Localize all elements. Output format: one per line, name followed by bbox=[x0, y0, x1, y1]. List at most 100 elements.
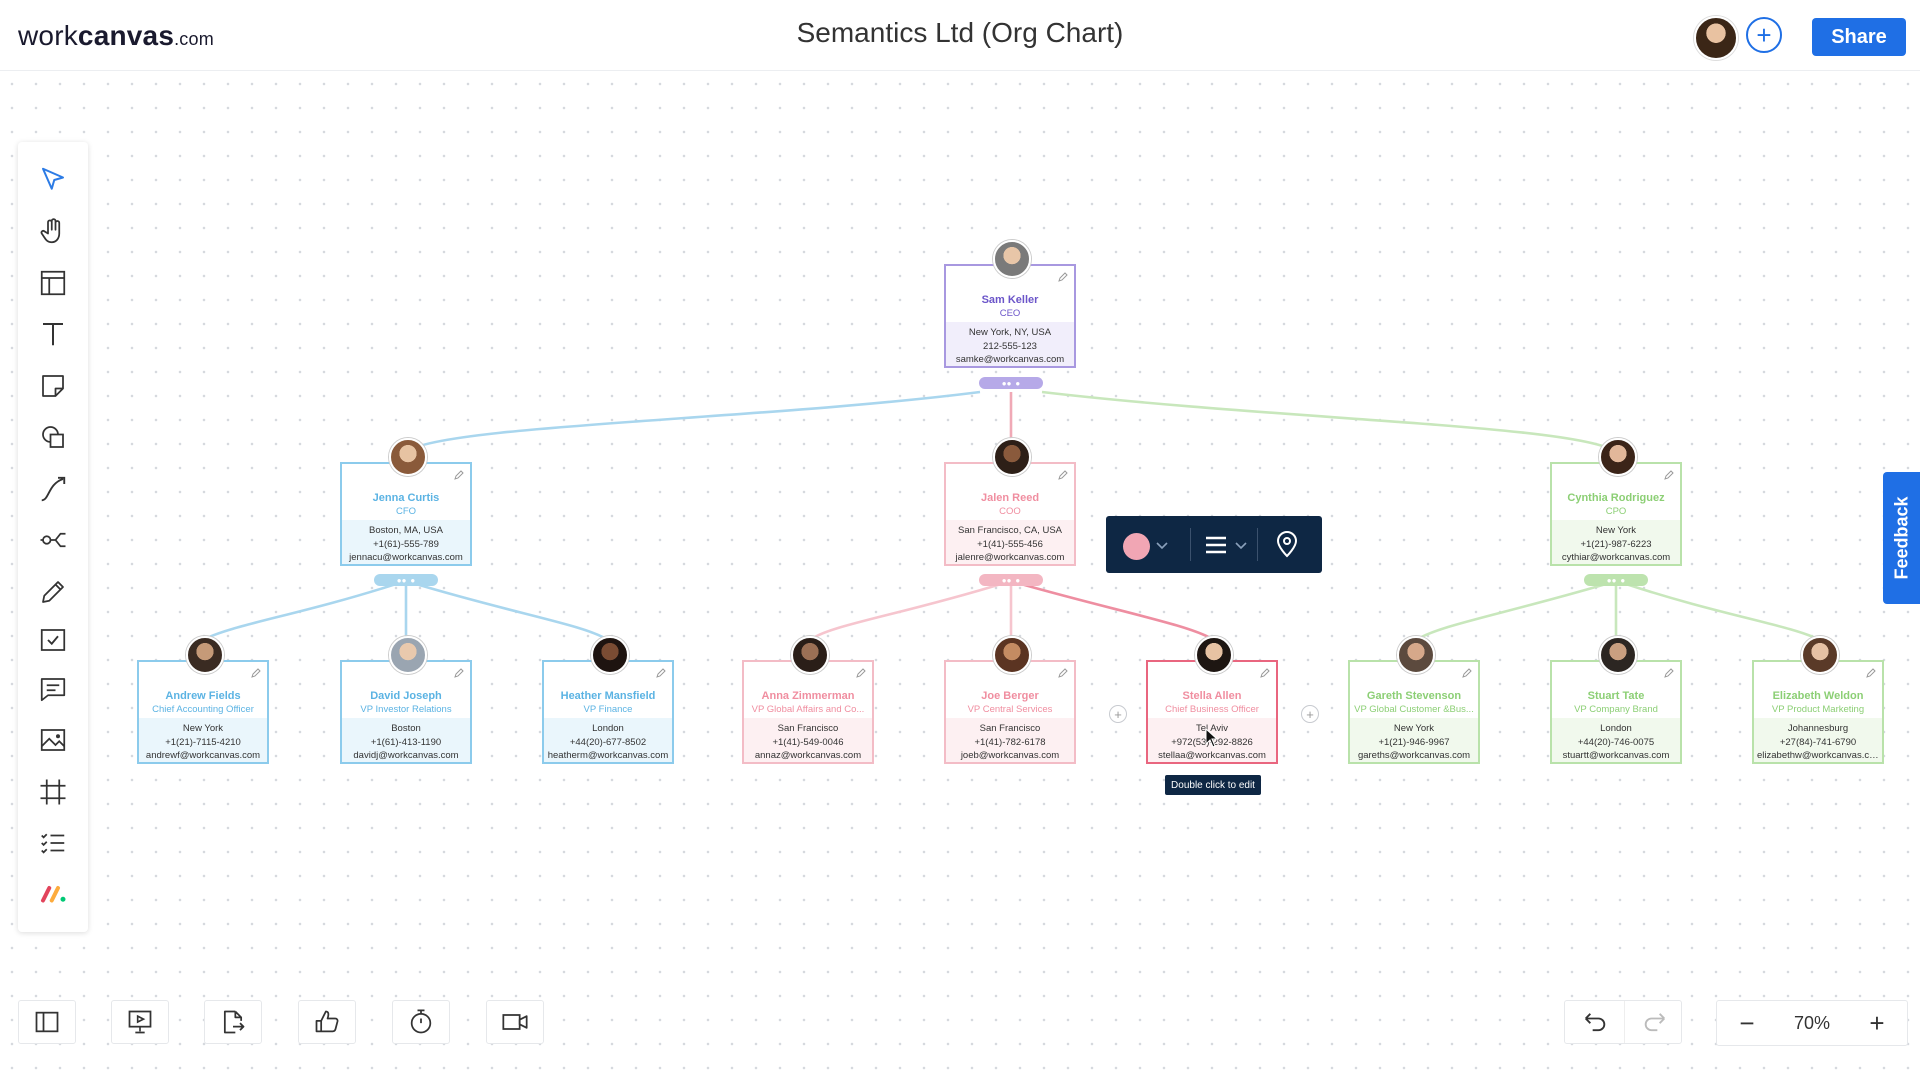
node-context-toolbar bbox=[1106, 516, 1322, 573]
zoom-in-button[interactable]: + bbox=[1869, 1007, 1885, 1038]
card-role: VP Finance bbox=[583, 704, 633, 715]
card-location: Johannesburg bbox=[1787, 723, 1849, 734]
org-card-cynthia-rodriguez[interactable]: Cynthia Rodriguez CPO New York +1(21)-98… bbox=[1550, 438, 1682, 566]
task-tool[interactable] bbox=[33, 620, 73, 660]
edit-pencil-icon[interactable] bbox=[856, 668, 866, 678]
frame-tool[interactable] bbox=[33, 772, 73, 812]
presentation-icon bbox=[128, 1010, 152, 1034]
workcanvas-logo[interactable]: workcanvas.com bbox=[18, 20, 214, 51]
card-details: New York +1(21)-7115-4210 andrewf@workca… bbox=[139, 718, 267, 762]
card-details: San Francisco +1(41)-782-6178 joeb@workc… bbox=[946, 718, 1074, 762]
divider bbox=[1257, 528, 1258, 561]
redo-button[interactable] bbox=[1624, 1001, 1684, 1043]
zoom-level[interactable]: 70% bbox=[1793, 1012, 1831, 1033]
sticky-note-tool[interactable] bbox=[33, 366, 73, 406]
card-details: Johannesburg +27(84)-741-6790 elizabethw… bbox=[1754, 718, 1882, 762]
edit-pencil-icon[interactable] bbox=[1058, 470, 1068, 480]
video-call-button[interactable] bbox=[486, 1000, 544, 1044]
card-role: VP Central Services bbox=[967, 704, 1053, 715]
chevron-down-icon[interactable] bbox=[1235, 541, 1247, 551]
integrations-tool[interactable] bbox=[33, 873, 73, 913]
card-name: Stella Allen bbox=[1182, 690, 1242, 702]
zoom-out-button[interactable]: − bbox=[1739, 1007, 1755, 1038]
card-email: davidj@workcanvas.com bbox=[353, 750, 459, 761]
undo-button[interactable] bbox=[1565, 1001, 1624, 1043]
sticky-note-icon bbox=[42, 375, 64, 397]
org-card-jenna-curtis[interactable]: Jenna Curtis CFO Boston, MA, USA +1(61)-… bbox=[340, 438, 472, 566]
edit-pencil-icon[interactable] bbox=[454, 470, 464, 480]
org-card-stella-allen[interactable]: Stella Allen Chief Business Officer Tel … bbox=[1146, 636, 1278, 764]
feedback-tab[interactable]: Feedback bbox=[1883, 472, 1920, 604]
edit-pencil-icon[interactable] bbox=[1664, 668, 1674, 678]
edit-pencil-icon[interactable] bbox=[1260, 668, 1270, 678]
mindmap-tool[interactable] bbox=[33, 520, 73, 560]
card-email: stuartt@workcanvas.com bbox=[1562, 750, 1670, 761]
edit-pencil-icon[interactable] bbox=[454, 668, 464, 678]
shapes-tool[interactable] bbox=[33, 417, 73, 457]
mindmap-icon bbox=[40, 532, 66, 548]
presentation-button[interactable] bbox=[111, 1000, 169, 1044]
edit-pencil-icon[interactable] bbox=[1058, 668, 1068, 678]
hand-tool[interactable] bbox=[33, 211, 73, 251]
template-tool[interactable] bbox=[33, 263, 73, 303]
edit-pencil-icon[interactable] bbox=[251, 668, 261, 678]
avatar bbox=[186, 636, 224, 674]
sidebar-panel-icon bbox=[35, 1011, 59, 1033]
color-swatch-button[interactable] bbox=[1123, 533, 1150, 560]
list-icon bbox=[41, 833, 65, 854]
user-avatar[interactable] bbox=[1694, 16, 1738, 60]
card-phone: +27(84)-741-6790 bbox=[1779, 736, 1857, 748]
card-email: jalenre@workcanvas.com bbox=[955, 552, 1065, 563]
pen-icon bbox=[42, 581, 64, 603]
org-card-jalen-reed[interactable]: Jalen Reed COO San Francisco, CA, USA +1… bbox=[944, 438, 1076, 566]
org-card-joe-berger[interactable]: Joe Berger VP Central Services San Franc… bbox=[944, 636, 1076, 764]
edit-pencil-icon[interactable] bbox=[656, 668, 666, 678]
edit-pencil-icon[interactable] bbox=[1462, 668, 1472, 678]
org-card-elizabeth-weldon[interactable]: Elizabeth Weldon VP Product Marketing Jo… bbox=[1752, 636, 1884, 764]
text-tool[interactable] bbox=[33, 314, 73, 354]
org-card-anna-zimmerman[interactable]: Anna Zimmerman VP Global Affairs and Co.… bbox=[742, 636, 874, 764]
menu-icon[interactable] bbox=[1204, 534, 1228, 556]
card-email: jennacu@workcanvas.com bbox=[349, 552, 463, 563]
image-tool[interactable] bbox=[33, 720, 73, 760]
card-name: David Joseph bbox=[370, 690, 442, 702]
card-location: San Francisco bbox=[777, 723, 839, 734]
share-button[interactable]: Share bbox=[1812, 18, 1906, 56]
card-details: New York +1(21)-987-6223 cythiar@workcan… bbox=[1552, 520, 1680, 564]
card-phone: +1(41)-549-0046 bbox=[772, 736, 844, 748]
edit-pencil-icon[interactable] bbox=[1058, 272, 1068, 282]
timer-button[interactable] bbox=[392, 1000, 450, 1044]
connector-tool[interactable] bbox=[33, 469, 73, 509]
edit-pencil-icon[interactable] bbox=[1866, 668, 1876, 678]
card-details: Boston, MA, USA +1(61)-555-789 jennacu@w… bbox=[342, 520, 470, 564]
collapse-pill[interactable]: ●●● bbox=[1584, 574, 1648, 586]
vote-button[interactable] bbox=[298, 1000, 356, 1044]
pen-tool[interactable] bbox=[33, 572, 73, 612]
panel-toggle-button[interactable] bbox=[18, 1000, 76, 1044]
collapse-pill[interactable]: ●●● bbox=[979, 377, 1043, 389]
chevron-down-icon[interactable] bbox=[1156, 541, 1168, 551]
add-sibling-left-button[interactable]: + bbox=[1109, 705, 1127, 723]
add-sibling-right-button[interactable]: + bbox=[1301, 705, 1319, 723]
card-name: Sam Keller bbox=[981, 294, 1039, 306]
invite-button[interactable]: + bbox=[1746, 17, 1782, 53]
board-title[interactable]: Semantics Ltd (Org Chart) bbox=[796, 17, 1124, 48]
undo-redo-group bbox=[1564, 1000, 1682, 1044]
avatar bbox=[993, 636, 1031, 674]
list-tool[interactable] bbox=[33, 823, 73, 863]
collapse-pill[interactable]: ●●● bbox=[979, 574, 1043, 586]
card-email: annaz@workcanvas.com bbox=[754, 750, 862, 761]
export-button[interactable] bbox=[204, 1000, 262, 1044]
org-card-gareth-stevenson[interactable]: Gareth Stevenson VP Global Customer &Bus… bbox=[1348, 636, 1480, 764]
select-tool[interactable] bbox=[33, 160, 73, 200]
comment-tool[interactable] bbox=[33, 669, 73, 709]
location-pin-icon[interactable] bbox=[1276, 530, 1298, 558]
edit-pencil-icon[interactable] bbox=[1664, 470, 1674, 480]
org-card-david-joseph[interactable]: David Joseph VP Investor Relations Bosto… bbox=[340, 636, 472, 764]
card-email: heatherm@workcanvas.com bbox=[547, 750, 669, 761]
org-card-heather-mansfield[interactable]: Heather Mansfield VP Finance London +44(… bbox=[542, 636, 674, 764]
org-card-sam-keller[interactable]: Sam Keller CEO New York, NY, USA 212-555… bbox=[944, 240, 1076, 368]
org-card-stuart-tate[interactable]: Stuart Tate VP Company Brand London +44(… bbox=[1550, 636, 1682, 764]
collapse-pill[interactable]: ●●● bbox=[374, 574, 438, 586]
org-card-andrew-fields[interactable]: Andrew Fields Chief Accounting Officer N… bbox=[137, 636, 269, 764]
